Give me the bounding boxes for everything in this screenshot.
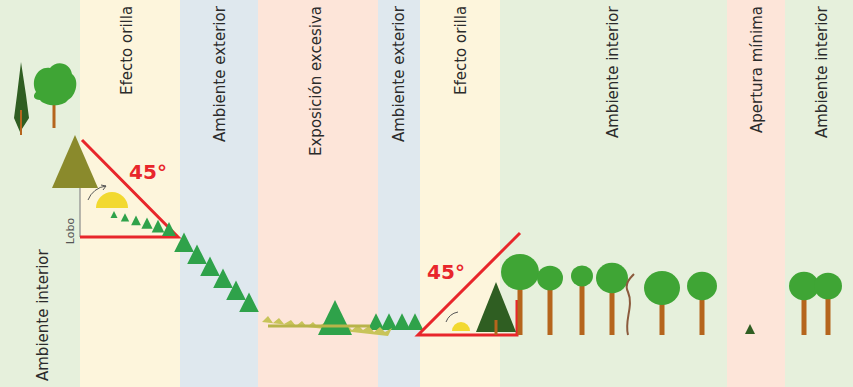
zone-label: Efecto orilla	[118, 6, 136, 95]
angle-triangle	[418, 233, 520, 335]
zone-label: Ambiente interior	[604, 6, 622, 138]
zone-label: Apertura mínima	[748, 6, 766, 133]
angle-label: 45°	[427, 261, 465, 283]
zone-label: Efecto orilla	[452, 6, 470, 95]
zone-label: Ambiente exterior	[390, 6, 408, 142]
trunk	[20, 110, 22, 135]
lone-tree	[318, 300, 352, 335]
wolf-label-holder: Lobo	[58, 220, 84, 238]
shrub-triangle	[200, 256, 220, 276]
tree-crown	[537, 266, 563, 291]
tree-crown	[687, 272, 717, 301]
shrub-triangle	[162, 222, 176, 236]
zone-band: Efecto orilla	[80, 0, 180, 387]
angle-arc-head	[101, 185, 106, 190]
zone-label: Ambiente interior	[34, 249, 52, 381]
shrub-triangle	[213, 268, 233, 288]
angle-triangle	[80, 140, 178, 237]
tree-crown	[644, 271, 680, 305]
angle-label-holder: 45°	[427, 261, 465, 283]
shrub-triangle	[152, 220, 165, 233]
shrub-triangle	[111, 211, 118, 218]
sun-shrub	[452, 322, 470, 331]
shrub-triangle	[239, 292, 259, 312]
angle-label-holder: 45°	[129, 161, 167, 183]
shrub-triangle	[187, 244, 207, 264]
shrub-triangle	[174, 232, 194, 252]
ground	[268, 325, 370, 328]
trunk	[495, 320, 498, 335]
zone-label: Ambiente exterior	[211, 6, 229, 142]
angle-arc	[88, 186, 106, 200]
zone-label: Exposición excesiva	[307, 6, 325, 156]
zone-band: Ambiente interior	[0, 0, 80, 387]
interior-trees	[501, 254, 842, 335]
wolf-label: Lobo	[65, 218, 77, 244]
shrub-triangle	[141, 218, 152, 229]
zone-label: Ambiente interior	[813, 6, 831, 138]
angle-label: 45°	[129, 161, 167, 183]
tree-crown	[814, 273, 842, 300]
tree-crown	[501, 254, 539, 290]
tree-crown	[34, 63, 76, 105]
tree-crown	[571, 266, 593, 287]
liana	[627, 274, 634, 335]
shrub-triangle	[121, 213, 129, 221]
zone-band: Ambiente exterior	[180, 0, 258, 387]
edge-tree	[52, 135, 98, 188]
zone-band: Apertura mínima	[727, 0, 785, 387]
shrub-triangle	[407, 313, 424, 330]
slope-shrubs	[111, 211, 424, 330]
shrub-triangle	[131, 215, 141, 225]
sun-shrub	[96, 192, 128, 208]
shrub-triangle	[226, 280, 246, 300]
zone-band: Ambiente interior	[785, 0, 853, 387]
angle-arc	[446, 312, 458, 322]
seedling	[745, 324, 755, 334]
wolf-line	[79, 188, 80, 237]
tree-crown	[596, 263, 628, 293]
